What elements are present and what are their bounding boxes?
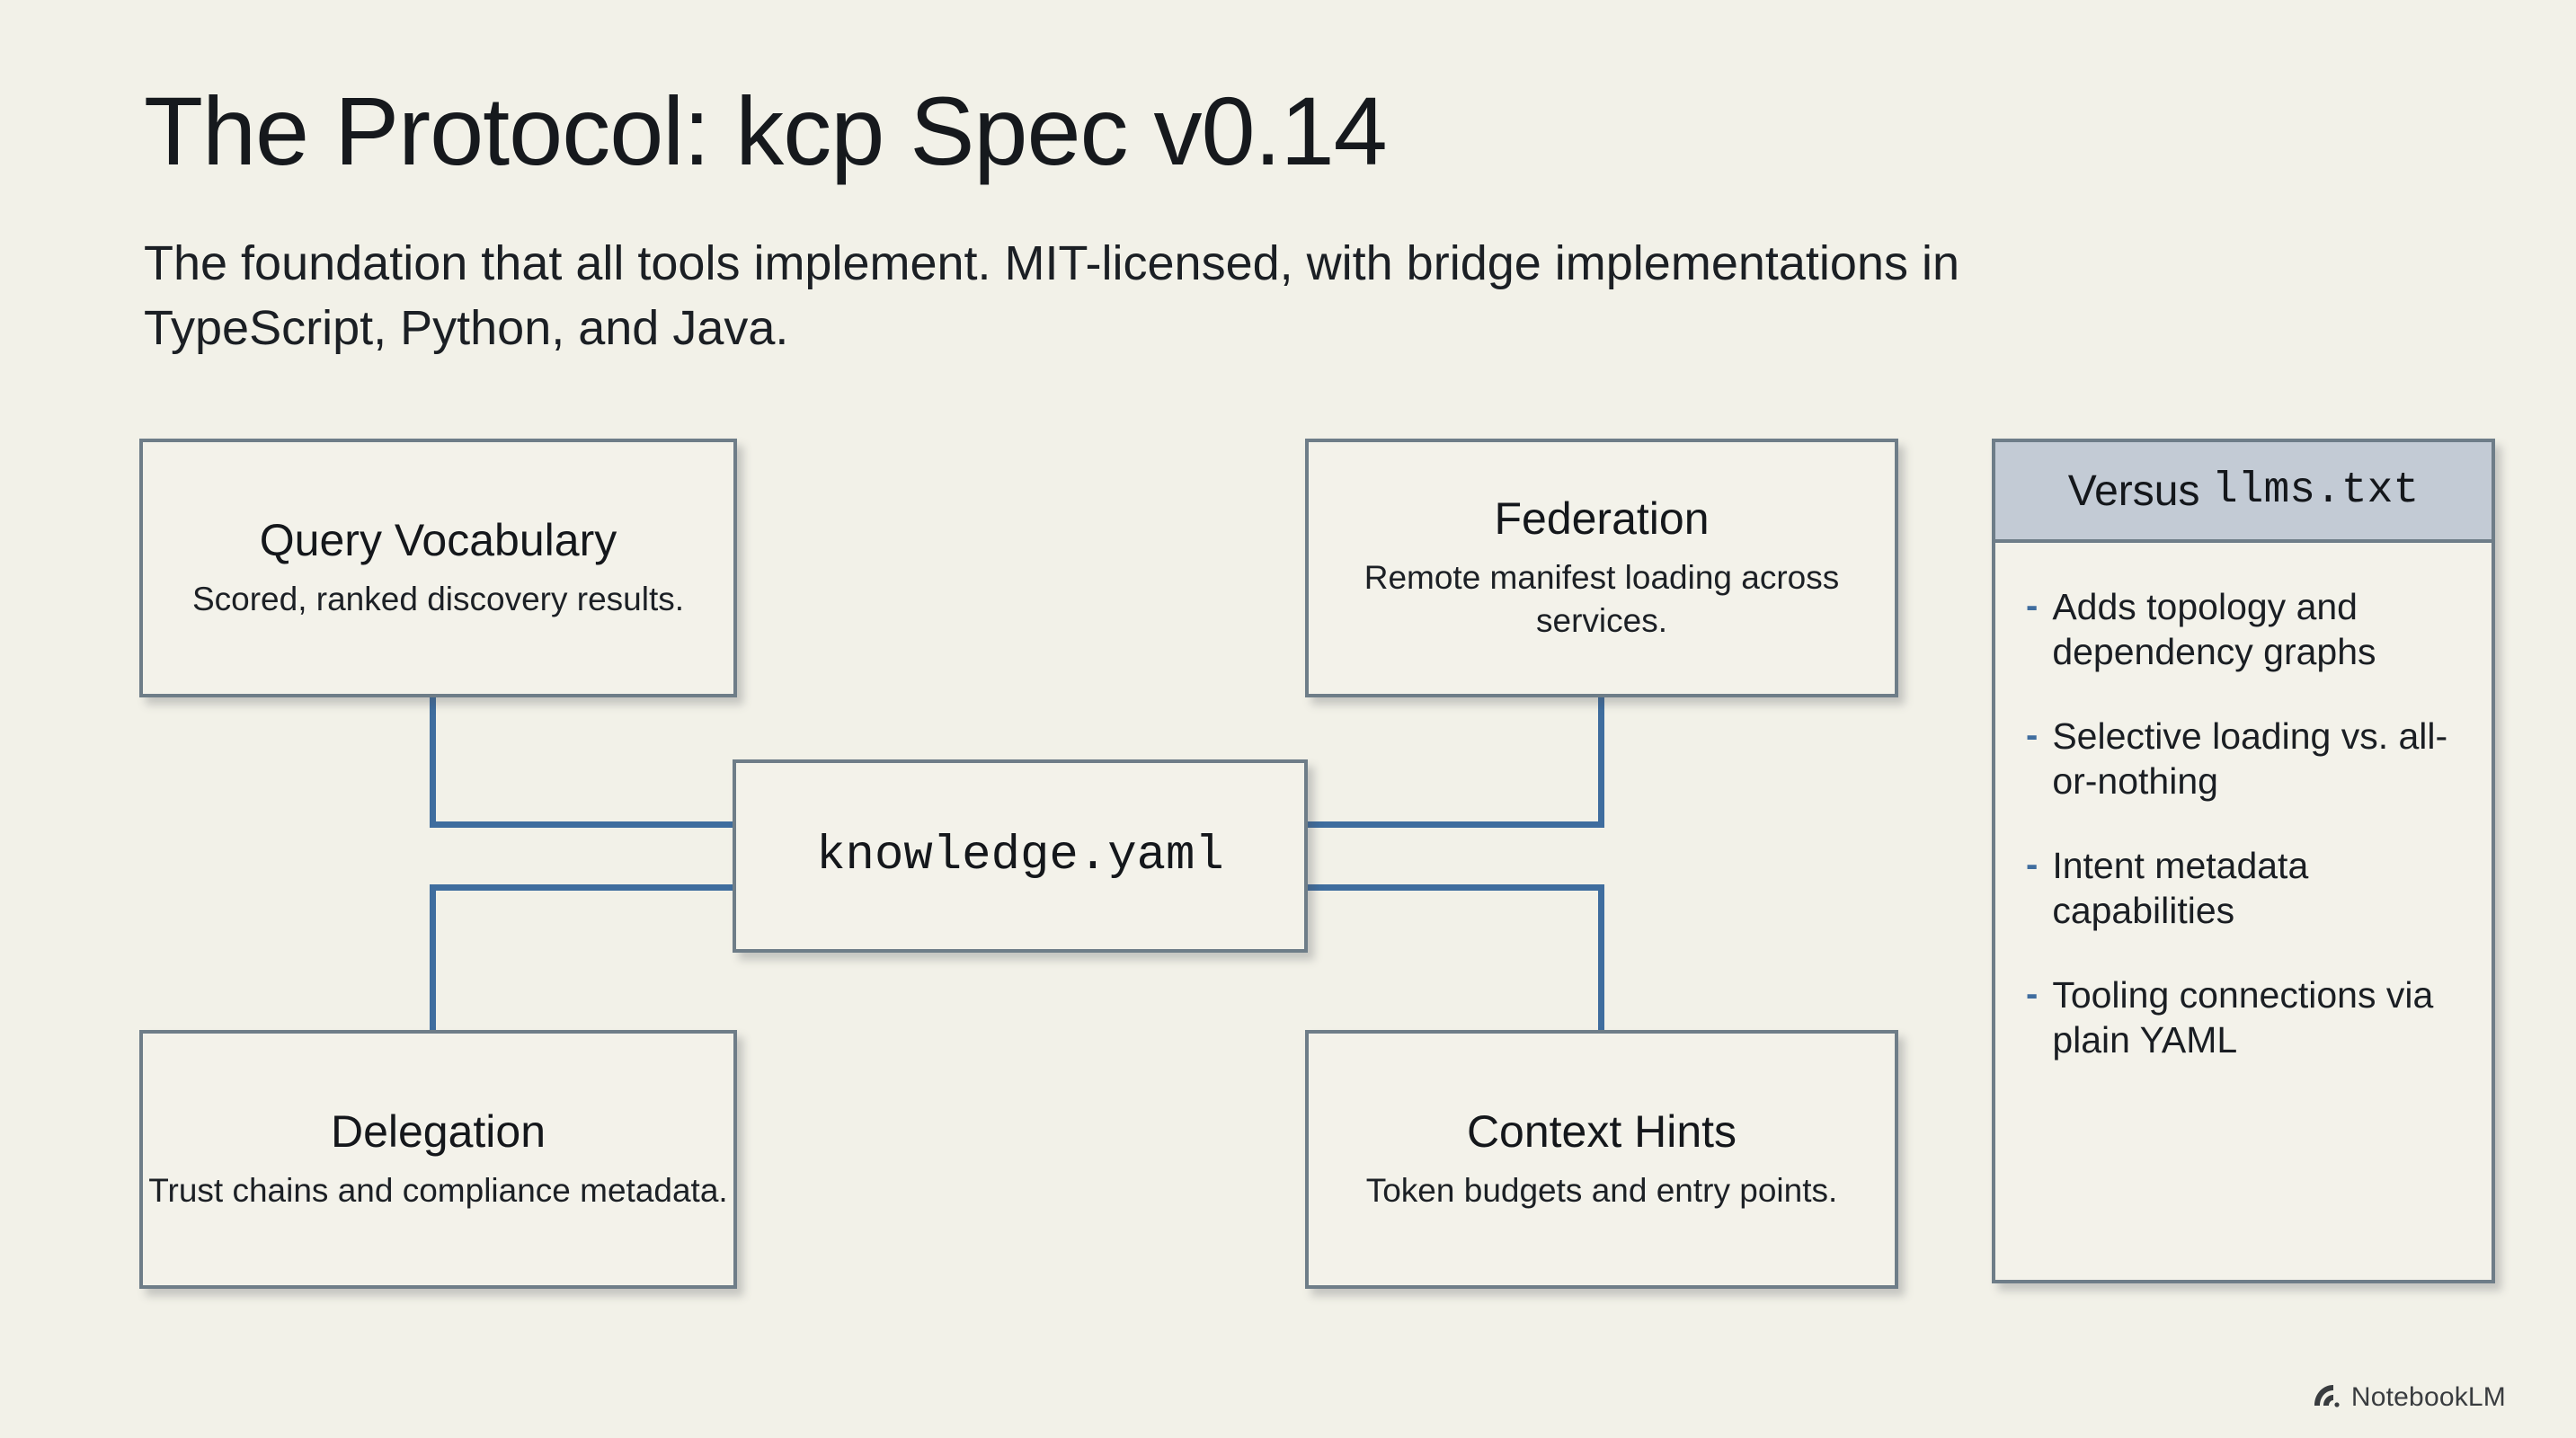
connector-federation-vertical (1598, 697, 1604, 828)
center-node-label: knowledge.yaml (816, 828, 1224, 883)
card-body: Token budgets and entry points. (1365, 1171, 1838, 1209)
card-query-vocabulary[interactable]: Query Vocabulary Scored, ranked discover… (139, 439, 737, 697)
list-item: - Intent metadata capabilities (2026, 843, 2461, 933)
panel-bullet-list: - Adds topology and dependency graphs - … (1995, 543, 2492, 1280)
card-title: Query Vocabulary (259, 514, 617, 565)
card-title: Delegation (330, 1105, 546, 1157)
notebooklm-arc-icon (2312, 1381, 2341, 1413)
bullet-dash-icon: - (2026, 715, 2039, 756)
bullet-text: Intent metadata capabilities (2052, 845, 2309, 932)
brand-label: NotebookLM (2350, 1381, 2506, 1412)
card-delegation[interactable]: Delegation Trust chains and compliance m… (139, 1030, 737, 1289)
card-federation[interactable]: Federation Remote manifest loading acros… (1305, 439, 1898, 697)
panel-header: Versus llms.txt (1995, 442, 2492, 543)
connector-federation-horizontal (1301, 821, 1604, 828)
list-item: - Selective loading vs. all-or-nothing (2026, 714, 2461, 803)
panel-versus-llms-txt[interactable]: Versus llms.txt - Adds topology and depe… (1992, 439, 2495, 1283)
connector-delegation-vertical (430, 884, 436, 1034)
bullet-text: Tooling connections via plain YAML (2052, 974, 2434, 1061)
connector-query-vertical (430, 697, 436, 828)
connector-query-horizontal (430, 821, 739, 828)
connector-context-horizontal (1301, 884, 1604, 891)
card-body: Remote manifest loading across services. (1364, 559, 1840, 639)
card-title: Context Hints (1466, 1105, 1737, 1157)
page-title: The Protocol: kcp Spec v0.14 (144, 76, 1388, 185)
card-title: Federation (1494, 493, 1710, 545)
card-context-hints[interactable]: Context Hints Token budgets and entry po… (1305, 1030, 1898, 1289)
list-item: - Tooling connections via plain YAML (2026, 972, 2461, 1062)
bullet-dash-icon: - (2026, 974, 2039, 1015)
list-item: - Adds topology and dependency graphs (2026, 584, 2461, 674)
bullet-text: Selective loading vs. all-or-nothing (2052, 715, 2448, 803)
connector-delegation-horizontal (430, 884, 739, 891)
connector-context-vertical (1598, 884, 1604, 1034)
card-body: Scored, ranked discovery results. (191, 580, 684, 617)
bullet-dash-icon: - (2026, 586, 2039, 626)
page-subtitle: The foundation that all tools implement.… (144, 236, 1960, 355)
card-knowledge-yaml[interactable]: knowledge.yaml (733, 759, 1308, 953)
footer-brand: NotebookLM (2312, 1381, 2506, 1413)
panel-header-prefix: Versus (2067, 466, 2200, 515)
panel-header-filename: llms.txt (2211, 466, 2420, 515)
bullet-text: Adds topology and dependency graphs (2052, 586, 2376, 673)
card-body: Trust chains and compliance metadata. (148, 1171, 728, 1209)
bullet-dash-icon: - (2026, 845, 2039, 885)
